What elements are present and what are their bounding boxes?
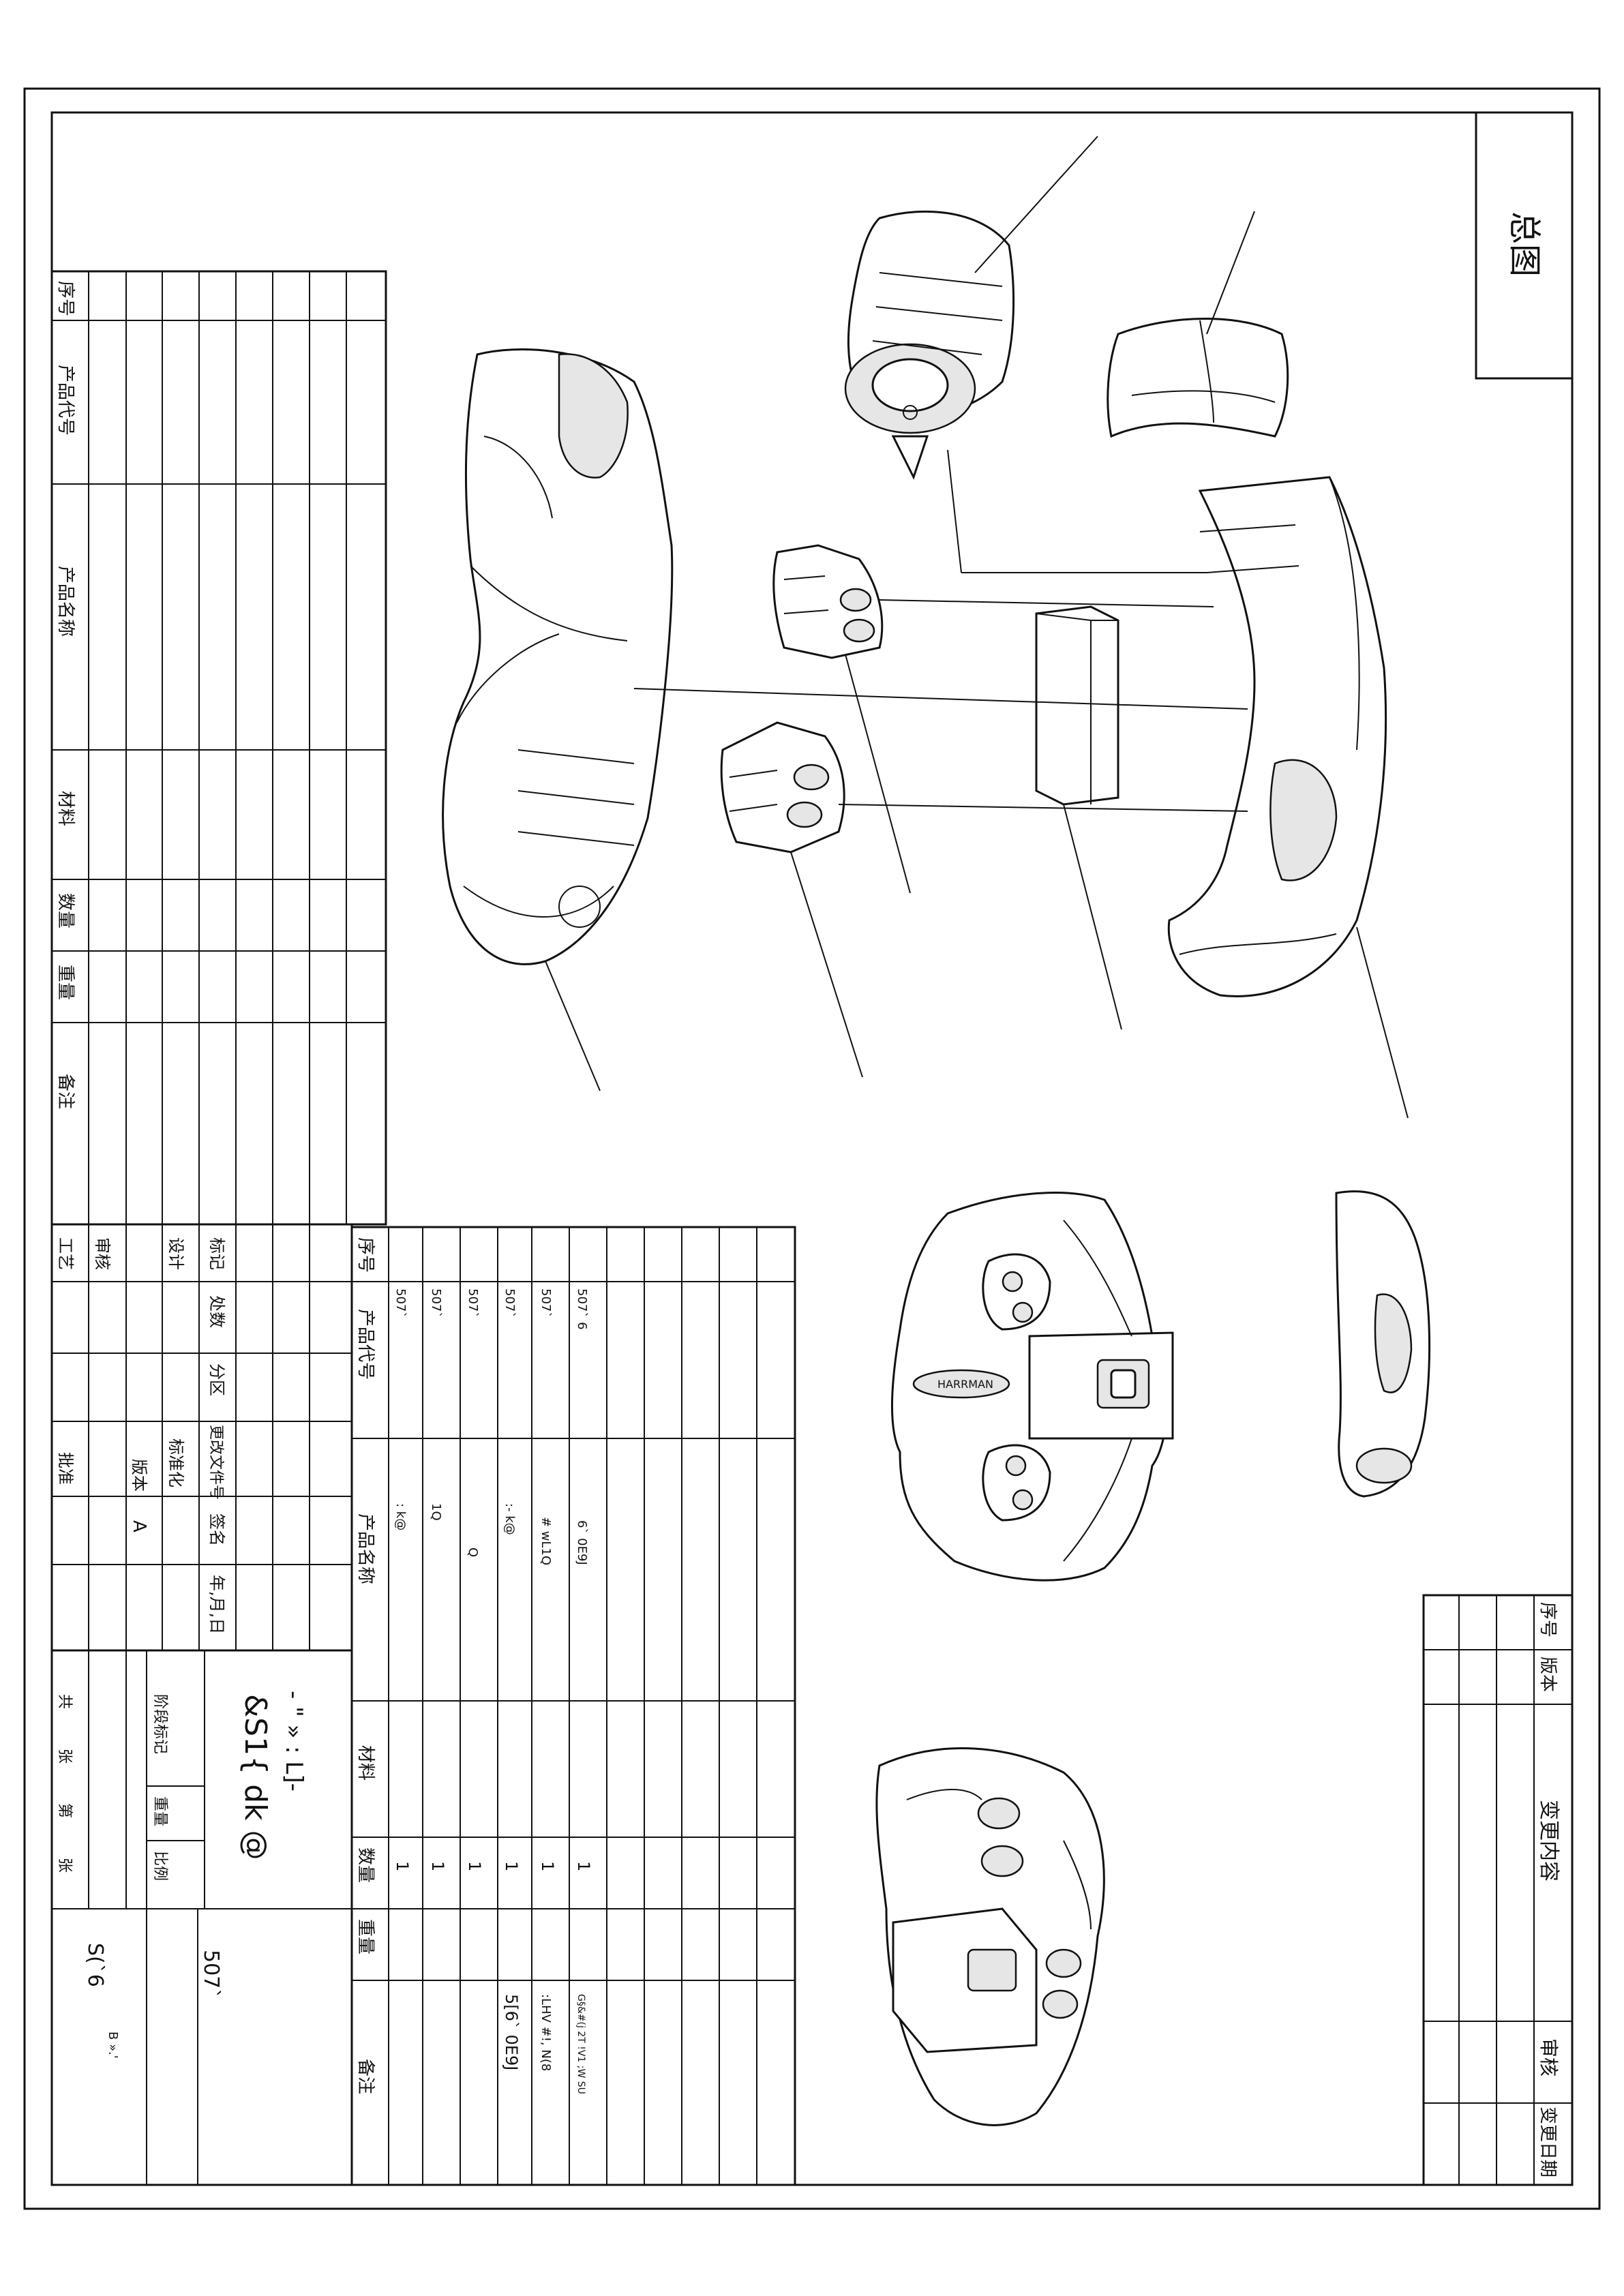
tl-header-remark: 备注 [55, 1074, 76, 1109]
assembled-side-view [1335, 1190, 1431, 1498]
sheet-title-box [1475, 111, 1574, 380]
pt-header-seq: 序号 [355, 1237, 376, 1273]
sign-label-count: 处数 [207, 1295, 226, 1328]
pt-row1-code: 507` [393, 1288, 408, 1318]
outer-frame [23, 87, 1601, 2210]
assembled-front-view: HARRMAN [890, 1192, 1174, 1582]
version-value: A [129, 1520, 149, 1532]
pt-row3-qty: 1 [465, 1861, 484, 1871]
pt-row1-name: : k@ [393, 1503, 408, 1530]
assembled-perspective-view [875, 1747, 1105, 2126]
weight-label: 重量 [151, 1796, 168, 1826]
parts-table: 序号 产品代号 产品名称 材料 数量 重量 备注 507` : k@ 1 507… [350, 1226, 796, 2186]
role-review: 审核 [93, 1237, 112, 1270]
part-button-block-upper [772, 544, 884, 659]
sheet-unit-2: 张 [56, 1858, 73, 1873]
pt-row5-note: :LHV #!, N(8 [539, 1994, 553, 2071]
pt-header-code: 产品代号 [355, 1309, 376, 1380]
pt-header-material: 材料 [355, 1745, 376, 1781]
sign-block: 标记 处数 分区 更改文件号 签名 年,月,日 设计 审核 工艺 批准 标准化 … [50, 1223, 353, 1652]
part-cap [1107, 318, 1289, 438]
rev-header-version: 版本 [1537, 1657, 1558, 1692]
code-bottom: S(`6 [83, 1943, 107, 1987]
garbled-sub: - " » : L]- [280, 1691, 307, 1792]
rev-header-content: 变更内容 [1537, 1800, 1561, 1882]
rev-header-seq: 序号 [1537, 1602, 1558, 1637]
top-left-table: 序号 产品代号 产品名称 材料 数量 重量 备注 [50, 270, 387, 1226]
logo-text: HARRMAN [937, 1378, 993, 1391]
revision-table: 序号 版本 变更内容 审核 变更日期 [1422, 1594, 1574, 2186]
pt-row6-code: 507` 6 [575, 1288, 589, 1330]
stage-mark-label: 阶段标记 [151, 1694, 168, 1754]
pt-row4-code: 507` [502, 1288, 517, 1318]
pt-row4-name: :- k@ [502, 1503, 517, 1535]
pt-header-remark: 备注 [355, 2059, 376, 2094]
pt-row6-name: 6` 0E9J [575, 1520, 589, 1565]
part-button-block-lower [720, 721, 845, 854]
code-right: 507` [199, 1950, 223, 1999]
pt-row1-qty: 1 [393, 1861, 412, 1871]
tl-header-weight: 重量 [55, 965, 76, 1000]
tl-header-code: 产品代号 [55, 365, 76, 436]
sign-label-zone: 分区 [207, 1363, 226, 1396]
pt-row2-name: 1Q [429, 1503, 443, 1521]
pt-header-name: 产品名称 [355, 1513, 376, 1584]
role-design: 设计 [166, 1237, 185, 1270]
title-block: 共 张 第 张 阶段标记 重量 比例 &S1{ dk @ - " » : L]-… [50, 1649, 353, 2186]
leader-lines [545, 136, 1409, 1119]
rev-header-review: 审核 [1537, 2038, 1560, 2076]
pt-header-qty: 数量 [355, 1847, 376, 1883]
sheet-title: 总图 [1505, 211, 1544, 277]
sign-label-mark: 标记 [207, 1237, 226, 1270]
sheet-unit-1: 张 [56, 1749, 73, 1764]
tl-header-qty: 数量 [55, 893, 76, 928]
pt-row3-code: 507` [466, 1288, 480, 1318]
pt-row4-note: 5[6` 0E9J [502, 1994, 521, 2070]
tl-header-material: 材料 [55, 791, 76, 826]
pt-row2-code: 507` [429, 1288, 443, 1318]
role-approve: 批准 [56, 1452, 75, 1485]
part-upper-shell [1167, 476, 1387, 997]
version-label: 版本 [130, 1459, 149, 1492]
part-switch-module [844, 210, 1015, 480]
pt-row3-name: Q [466, 1547, 480, 1557]
pt-row6-qty: 1 [574, 1861, 593, 1871]
sign-label-date: 年,月,日 [207, 1575, 226, 1634]
tl-header-name: 产品名称 [55, 566, 76, 637]
inner-frame [50, 111, 1574, 2186]
sign-label-docno: 更改文件号 [207, 1425, 224, 1500]
pt-row4-qty: 1 [502, 1861, 521, 1871]
pt-row2-qty: 1 [428, 1861, 447, 1871]
tl-header-seq: 序号 [55, 281, 76, 316]
role-standard: 标准化 [166, 1438, 185, 1487]
pt-row6-note: G§&#(j 2T !V1 ;W SU [575, 1994, 586, 2094]
pt-row5-name: # wL1Q [539, 1517, 553, 1565]
sheet-num: 第 [56, 1803, 73, 1818]
part-pad [1035, 605, 1119, 806]
code-small: B ».' [106, 2031, 120, 2059]
sign-label-sign: 签名 [207, 1513, 226, 1546]
sheet-total: 共 [56, 1694, 73, 1709]
pt-header-weight: 重量 [355, 1919, 376, 1954]
pt-row5-qty: 1 [538, 1861, 557, 1871]
garbled-title: &S1{ dk @ [238, 1694, 273, 1860]
rev-header-date: 变更日期 [1537, 2106, 1558, 2177]
pt-row5-code: 507` [539, 1288, 553, 1318]
part-bottom-housing [442, 348, 674, 965]
scale-label: 比例 [151, 1851, 168, 1881]
role-process: 工艺 [56, 1237, 75, 1270]
